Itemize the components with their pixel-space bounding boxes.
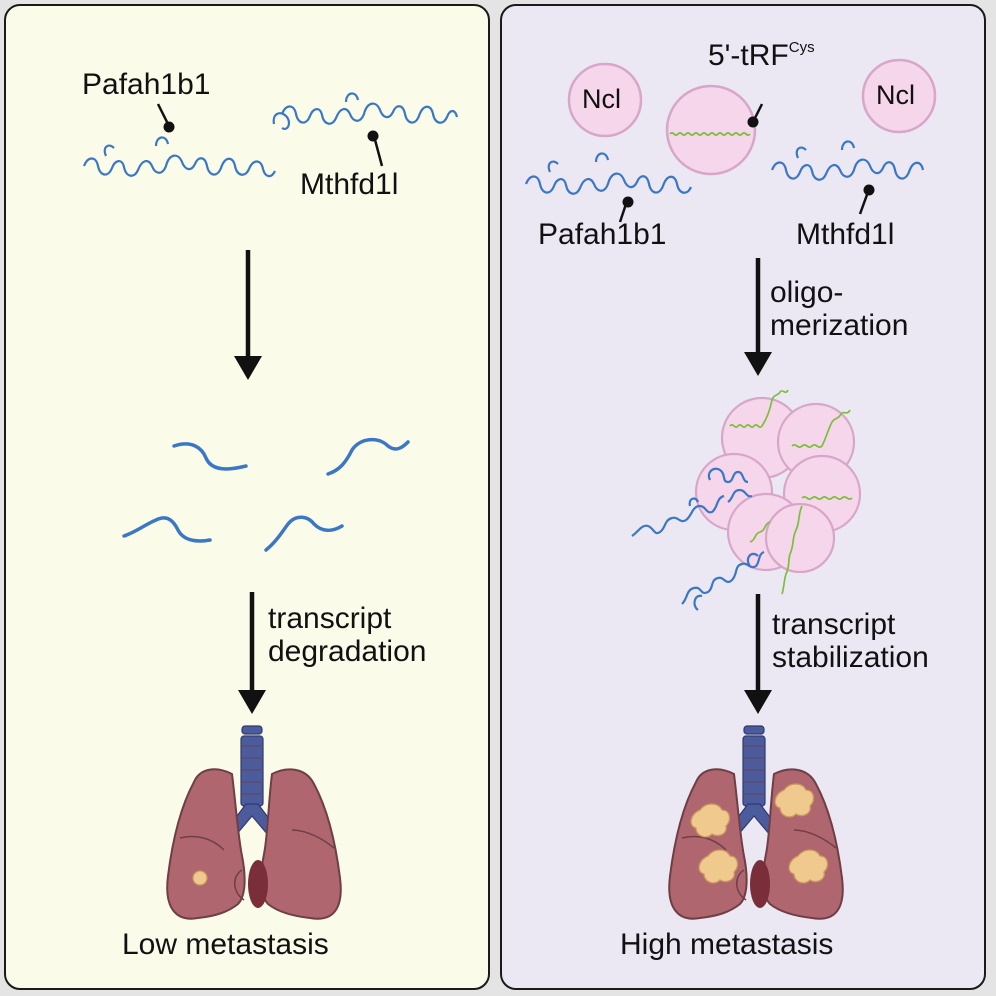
trf-cys-strand <box>669 131 751 137</box>
ncl-label-right: Ncl <box>876 80 915 110</box>
pafah1b1-pointer-dot <box>163 121 175 133</box>
left-panel-artwork <box>82 92 459 920</box>
left-lung <box>668 768 748 920</box>
trf-label-base: 5'-tRF <box>708 39 789 72</box>
trf-pointer-dot <box>747 116 759 128</box>
lungs-high-metastasis <box>668 725 844 920</box>
left-panel-low-metastasis: Pafah1b1 Mthfd1l transcript degradation … <box>4 4 490 990</box>
mrna-mthfd1l-strand <box>272 92 459 130</box>
oligomerization-label: oligo- merization <box>770 276 908 342</box>
ncl-protein-right <box>861 58 937 134</box>
arrow-2-head <box>744 690 772 714</box>
arrow-2-head <box>238 690 266 714</box>
trf-label-superscript: Cys <box>788 39 815 56</box>
gene-label-mthfd1l: Mthfd1l <box>300 168 399 201</box>
step-label-line-2: degradation <box>268 635 427 668</box>
lungs-low-metastasis <box>166 725 342 920</box>
step-label-line-2: stabilization <box>772 641 929 674</box>
ncl-oligomer-cluster <box>631 389 862 611</box>
small-tumor <box>192 870 208 886</box>
trf-cys-label: 5'-tRFCys <box>708 40 815 71</box>
pafah1b1-pointer <box>618 203 628 223</box>
trf-bound-ncl <box>665 84 757 176</box>
right-lung <box>260 768 342 920</box>
mthfd1l-pointer-dot <box>863 184 875 196</box>
step-label-line-1: transcript <box>772 608 896 641</box>
oligomerization-line-1: oligo- <box>770 276 844 309</box>
degraded-mrna-fragments <box>122 437 410 552</box>
mthfd1l-pointer <box>858 191 870 215</box>
tumor-nodules <box>690 783 829 884</box>
gene-label-pafah1b1: Pafah1b1 <box>538 218 667 251</box>
mthfd1l-pointer-dot <box>367 130 379 142</box>
right-panel-artwork <box>524 58 937 920</box>
oligomerization-line-2: merization <box>770 309 909 342</box>
gene-label-pafah1b1: Pafah1b1 <box>82 68 211 101</box>
mthfd1l-pointer <box>372 135 384 167</box>
mrna-pafah1b1-strand <box>82 136 276 178</box>
step-label-stabilization: transcript stabilization <box>772 608 929 674</box>
right-panel-high-metastasis: Ncl Ncl 5'-tRFCys Pafah1b1 Mthfd1l oligo… <box>500 4 986 990</box>
heart-shadow <box>248 860 268 908</box>
step-label-degradation: transcript degradation <box>268 602 426 668</box>
outcome-high-metastasis: High metastasis <box>620 928 834 961</box>
outcome-low-metastasis: Low metastasis <box>122 928 329 961</box>
arrow-1-head <box>744 352 772 376</box>
pafah1b1-pointer-dot <box>622 196 634 208</box>
left-lung <box>166 768 246 920</box>
pafah1b1-pointer <box>156 103 170 125</box>
step-label-line-1: transcript <box>268 602 392 635</box>
ncl-protein-left <box>567 62 643 138</box>
mrna-pafah1b1-strand <box>524 152 693 195</box>
arrow-1-head <box>234 356 262 380</box>
ncl-label-left: Ncl <box>582 84 621 114</box>
mrna-mthfd1l-strand <box>770 140 925 181</box>
gene-label-mthfd1l: Mthfd1l <box>796 218 895 251</box>
heart-shadow <box>750 860 770 908</box>
